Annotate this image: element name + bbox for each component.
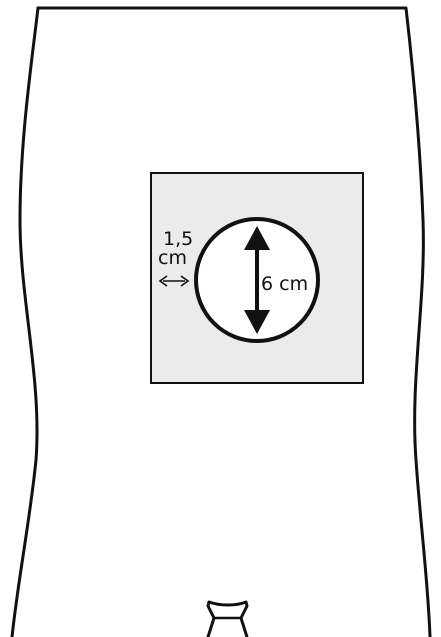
diameter-label: 6 cm xyxy=(261,273,308,295)
groin-mark xyxy=(208,602,247,637)
torso-outline-left xyxy=(12,8,38,637)
margin-label-unit: cm xyxy=(158,247,187,269)
